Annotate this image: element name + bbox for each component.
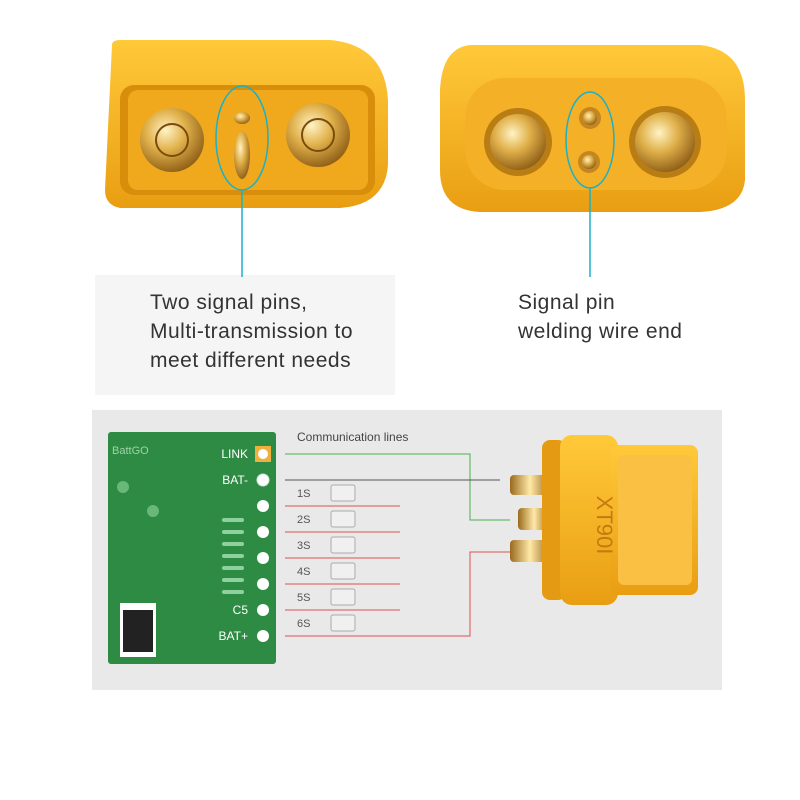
cell-label-6s: 6S <box>297 618 310 630</box>
signal-solder-lower <box>582 155 596 169</box>
power-pin-right <box>286 103 350 167</box>
pin-label-link: LINK <box>221 447 248 461</box>
cell-label-2s: 2S <box>297 514 310 526</box>
pad-4 <box>257 578 269 590</box>
pin-label-bat-minus: BAT- <box>222 473 248 487</box>
signal-solder-upper <box>583 111 597 125</box>
male-connector-illustration <box>105 40 388 277</box>
pad-bat-minus <box>256 473 270 487</box>
pad-2 <box>257 526 269 538</box>
link-line <box>285 453 510 521</box>
board-brand: BattGO <box>112 445 149 457</box>
communication-lines-title: Communication lines <box>297 430 408 444</box>
male-connector-caption: Two signal pins, Multi-transmission to m… <box>150 291 354 372</box>
cell-label-4s: 4S <box>297 566 310 578</box>
cell-sockets <box>330 484 356 632</box>
pad-bat-plus <box>257 630 269 642</box>
female-connector-caption: Signal pin welding wire end <box>518 291 683 343</box>
bat-plus-line <box>285 551 510 637</box>
power-pin-left <box>140 108 204 172</box>
pad-1 <box>257 500 269 512</box>
female-connector-illustration <box>440 45 745 277</box>
pin-label-c5: C5 <box>233 603 249 617</box>
cell-label-5s: 5S <box>297 592 310 604</box>
pin-label-bat-plus: BAT+ <box>219 629 248 643</box>
pad-c5 <box>257 604 269 616</box>
connector-marking: XT90I <box>592 496 617 555</box>
bms-board <box>108 432 276 664</box>
solder-cup-left <box>490 114 546 170</box>
signal-pin-upper <box>234 112 250 124</box>
connector-pin-lower <box>510 540 550 562</box>
pad-3 <box>257 552 269 564</box>
solder-cup-right <box>635 112 695 172</box>
connector-pin-upper <box>510 475 550 495</box>
cell-label-1s: 1S <box>297 488 310 500</box>
board-capacitor <box>123 610 153 652</box>
cell-label-3s: 3S <box>297 540 310 552</box>
wiring-lines <box>285 453 510 637</box>
xt90i-connector: XT90I <box>510 435 698 605</box>
signal-pin-lower <box>234 131 250 179</box>
